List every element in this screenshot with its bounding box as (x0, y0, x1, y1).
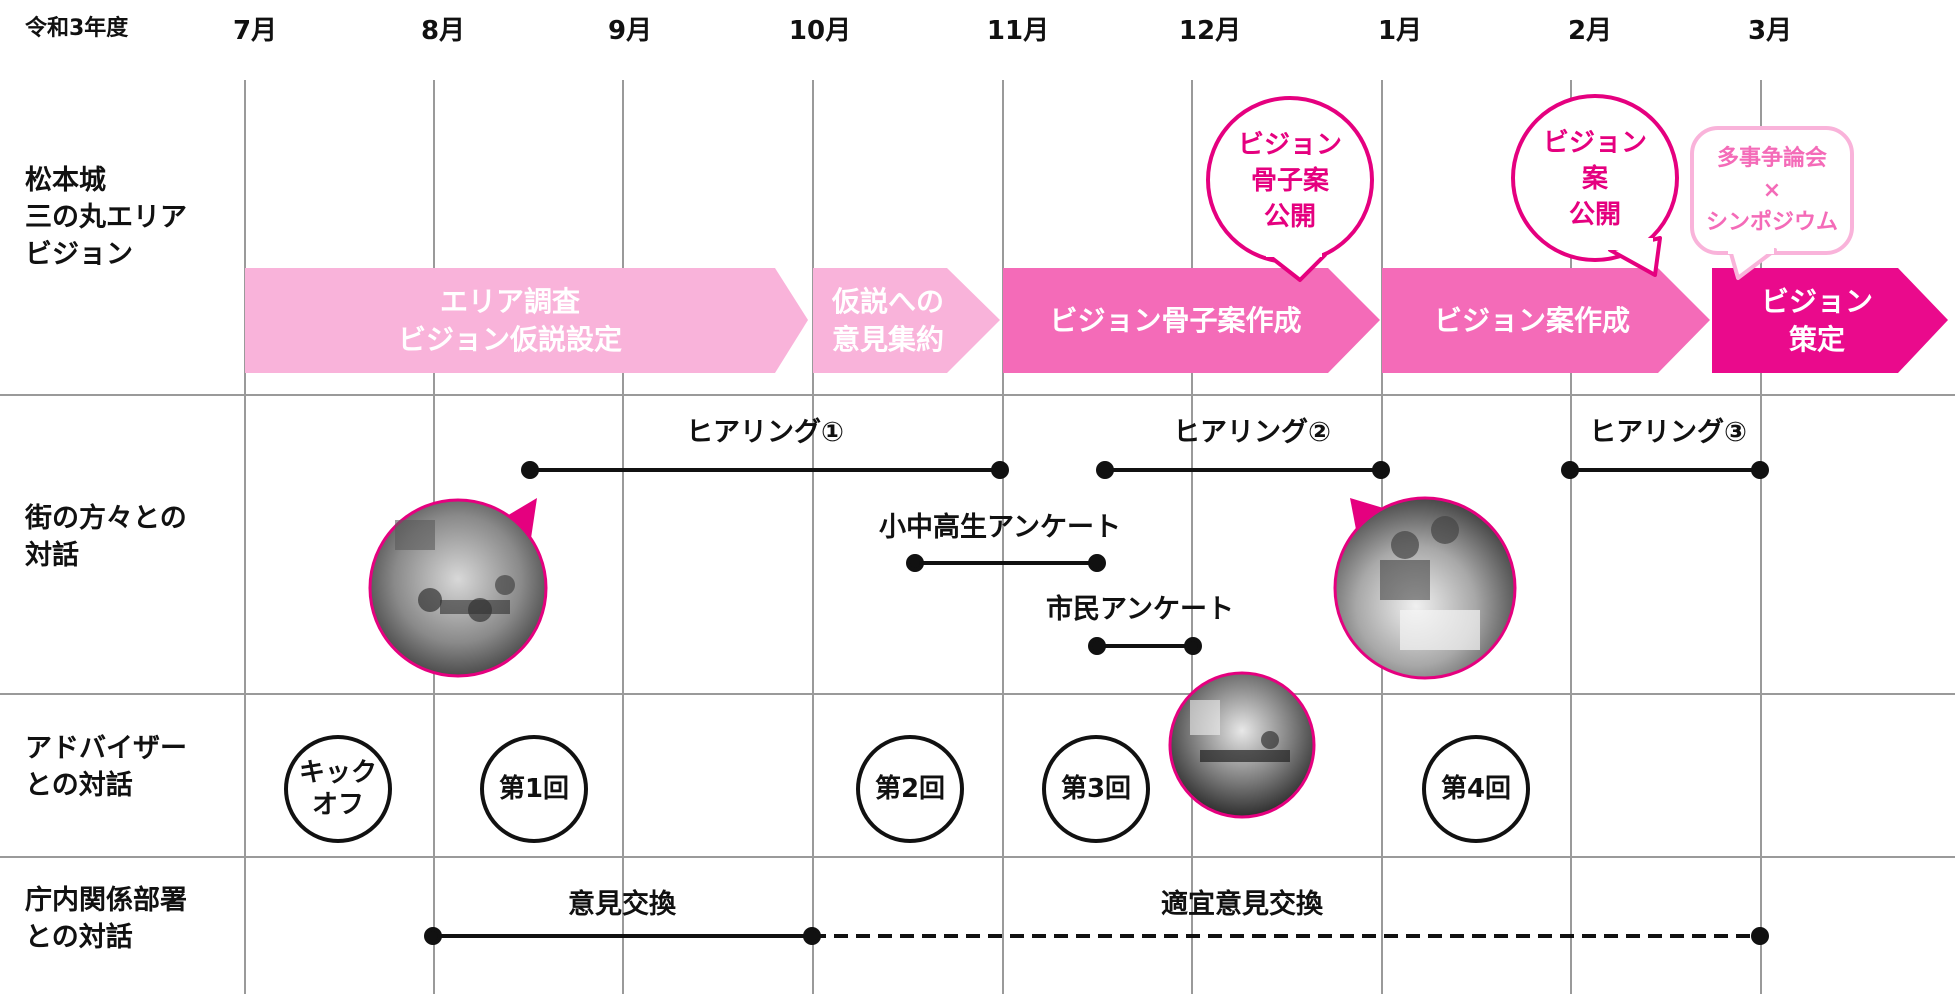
citizens-survey-line (1088, 637, 1202, 655)
hearing-3-label: ヒアリング③ (1589, 417, 1747, 448)
grid-line (1002, 80, 1004, 994)
phase-arrow-survey (245, 268, 808, 373)
row-divider (0, 856, 1955, 858)
students-survey-label: 小中高生アンケート (879, 512, 1121, 543)
callout-symposium (1690, 126, 1854, 280)
row-label-advisers: アドバイザー との対話 (25, 733, 187, 801)
month-jul: 7月 (232, 16, 278, 46)
hearing-2-label: ヒアリング② (1173, 417, 1331, 448)
row-label-citizens: 街の方々との 対話 (25, 503, 187, 571)
hearing-1-label: ヒアリング① (686, 417, 844, 448)
fiscal-year-label: 令和3年度 (25, 16, 129, 41)
month-aug: 8月 (420, 16, 466, 46)
grid-line (1760, 80, 1762, 994)
month-oct: 10月 (788, 16, 852, 46)
month-dec: 12月 (1178, 16, 1242, 46)
phase-arrow-feedback (813, 268, 1000, 373)
meeting-photo-conference-room (1168, 671, 1316, 819)
month-feb: 2月 (1567, 16, 1613, 46)
hearing-1-line (521, 461, 1009, 479)
adviser-meeting-1: 第1回 (480, 735, 588, 843)
grid-line (1191, 80, 1193, 994)
phase-label-skeleton: ビジョン骨子案作成 (1049, 304, 1302, 337)
row-divider (0, 693, 1955, 695)
phase-arrow-draft (1382, 268, 1710, 373)
students-survey-line (906, 554, 1106, 572)
meeting-photo-map-discussion (1333, 496, 1517, 680)
callout-skeleton-release (1206, 96, 1374, 282)
grid-line (622, 80, 624, 994)
adviser-meeting-2: 第2回 (856, 735, 964, 843)
phase-label-feedback: 仮説への 意見集約 (831, 285, 944, 356)
callout-symposium-text: 多事争論会 × シンポジウム (1705, 146, 1838, 235)
row-label-departments: 庁内関係部署 との対話 (25, 885, 187, 953)
adviser-meeting-kickoff: キック オフ (284, 735, 392, 843)
hearing-2-line (1096, 461, 1390, 479)
exchange-label: 意見交換 (568, 889, 676, 920)
hearing-3-line (1561, 461, 1769, 479)
phase-label-survey: エリア調査 ビジョン仮説設定 (397, 285, 622, 356)
grid-line (244, 80, 246, 994)
row-label-vision: 松本城 三の丸エリア ビジョン (25, 165, 187, 270)
ongoing-exchange-label: 適宜意見交換 (1161, 889, 1323, 920)
adviser-meeting-3: 第3回 (1042, 735, 1150, 843)
meeting-photo-workshop (368, 498, 548, 678)
exchange-line (424, 927, 821, 945)
callout-draft-release (1511, 94, 1679, 277)
phase-label-final: ビジョン 策定 (1760, 285, 1873, 356)
phase-arrow-final (1712, 268, 1948, 373)
callout-draft-release-text: ビジョン 案 公開 (1542, 127, 1647, 230)
row-divider (0, 394, 1955, 396)
adviser-meeting-4: 第4回 (1422, 735, 1530, 843)
phase-arrow-skeleton (1003, 268, 1380, 373)
month-jan: 1月 (1377, 16, 1423, 46)
ongoing-exchange-line (812, 927, 1769, 945)
citizens-survey-label: 市民アンケート (1046, 594, 1234, 625)
grid-line (1570, 80, 1572, 994)
month-sep: 9月 (607, 16, 653, 46)
month-nov: 11月 (986, 16, 1050, 46)
grid-line (812, 80, 814, 994)
month-mar: 3月 (1747, 16, 1793, 46)
phase-label-draft: ビジョン案作成 (1433, 304, 1630, 337)
callout-skeleton-release-text: ビジョン 骨子案 公開 (1237, 129, 1342, 232)
